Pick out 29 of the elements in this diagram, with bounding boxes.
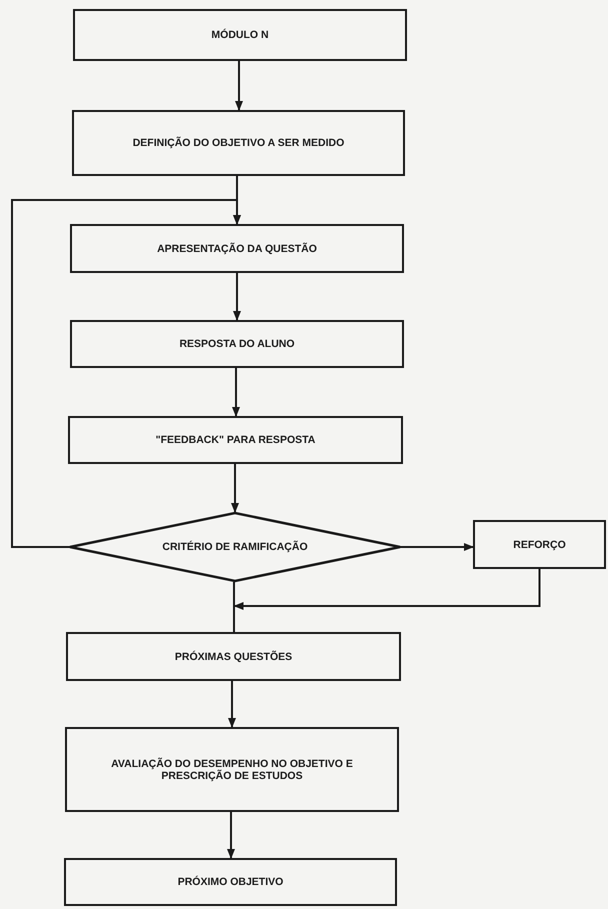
arrow	[400, 543, 474, 551]
node-label: MÓDULO N	[211, 29, 269, 41]
process-box	[72, 110, 405, 176]
arrow	[231, 464, 239, 513]
arrow	[227, 812, 235, 859]
arrow	[232, 368, 240, 417]
arrow	[228, 681, 236, 728]
node-label: "FEEDBACK" PARA RESPOSTA	[156, 434, 316, 446]
process-box	[473, 520, 606, 569]
process-box	[65, 727, 399, 812]
process-box	[68, 416, 403, 464]
arrow	[234, 569, 540, 610]
node-label: REFORÇO	[513, 538, 566, 550]
node-label: PRÓXIMAS QUESTÕES	[174, 650, 292, 662]
arrow	[233, 273, 241, 321]
node-label: RESPOSTA DO ALUNO	[179, 338, 295, 350]
arrow	[235, 61, 243, 111]
process-box	[64, 858, 397, 906]
node-label: AVALIAÇÃO DO DESEMPENHO NO OBJETIVO E PRESCRIÇÃO DE ESTUDOS	[110, 758, 354, 782]
process-box	[70, 224, 404, 273]
process-box	[66, 632, 401, 681]
node-label: CRITÉRIO DE RAMIFICAÇÃO	[162, 541, 308, 553]
process-box	[73, 9, 407, 61]
process-box	[70, 320, 404, 368]
node-label: APRESENTAÇÃO DA QUESTÃO	[157, 242, 317, 254]
decision-diamond	[70, 512, 400, 582]
node-label: PRÓXIMO OBJETIVO	[178, 876, 284, 888]
arrow	[11, 199, 241, 548]
node-label: DEFINIÇÃO DO OBJETIVO A SER MEDIDO	[132, 137, 344, 149]
